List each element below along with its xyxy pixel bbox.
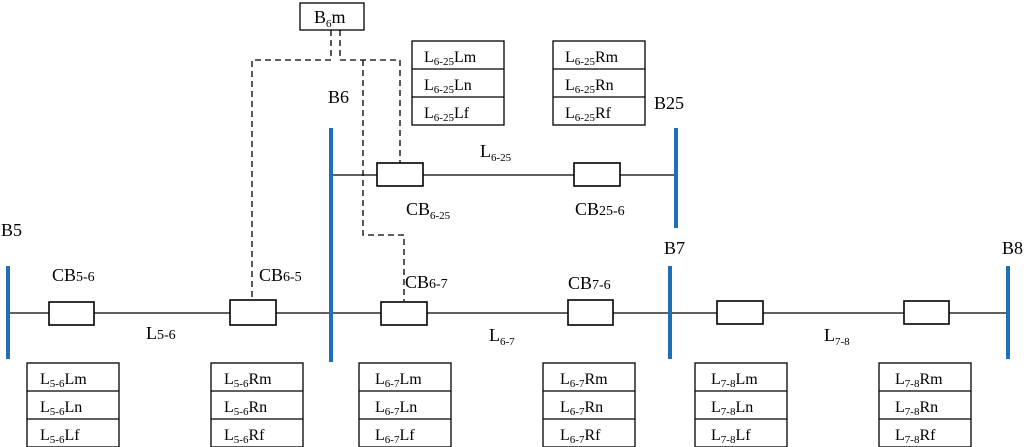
comm-link-b6m-cb625 <box>339 30 401 163</box>
breaker-cb-6-5 <box>229 299 277 326</box>
bus-label-b5: B5 <box>1 220 22 240</box>
bus-label-b6: B6 <box>328 87 349 107</box>
line-label-l-5-6: L5-6 <box>146 323 176 343</box>
bus-label-b7: B7 <box>664 238 685 258</box>
line-label-l-7-8: L7-8 <box>824 325 850 348</box>
relay-l56-lf: L5-6Lf <box>40 427 80 446</box>
relay-l78-rm: L7-8Rm <box>895 371 943 390</box>
comm-link-b6m-cb65 <box>251 30 332 300</box>
relay-l56-lm: L5-6Lm <box>40 371 87 390</box>
breaker-cb-6-25 <box>376 162 424 187</box>
breaker-label-cb-6-5: CB6-5 <box>259 265 302 285</box>
monitor-box-b6m <box>299 2 365 31</box>
relay-group-l56-right: L5-6Rm L5-6Rn L5-6Rf <box>210 362 304 447</box>
line-label-l-6-25: L6-25 <box>480 141 512 164</box>
breaker-label-cb-6-25: CB6-25 <box>406 199 451 222</box>
relay-l67-lm: L6-7Lm <box>375 371 422 390</box>
breaker-cb-6-7 <box>380 301 428 326</box>
relay-group-l67-right: L6-7Rm L6-7Rn L6-7Rf <box>542 362 636 447</box>
relay-group-l56-left: L5-6Lm L5-6Ln L5-6Lf <box>26 362 120 447</box>
relay-group-l625-left: L6-25Lm L6-25Ln L6-25Lf <box>411 40 505 126</box>
breaker-label-cb-5-6: CB5-6 <box>52 265 95 285</box>
breaker-cb-5-6 <box>48 301 95 326</box>
breaker-label-cb-6-7: CB6-7 <box>405 272 448 292</box>
breaker-label-cb-7-6: CB7-6 <box>568 273 611 293</box>
line-label-l-6-7: L6-7 <box>489 325 515 348</box>
bus-label-b25: B25 <box>654 93 684 113</box>
breaker-cb-7-8-right <box>903 300 950 325</box>
breaker-cb-25-6 <box>573 162 621 187</box>
breaker-cb-7-8-left <box>716 300 764 325</box>
breaker-cb-7-6 <box>567 299 614 326</box>
bus-label-b8: B8 <box>1002 238 1023 258</box>
relay-l67-rf: L6-7Rf <box>560 427 601 446</box>
relay-l67-rm: L6-7Rm <box>560 371 608 390</box>
relay-group-l625-right: L6-25Rm L6-25Rn L6-25Rf <box>552 40 646 126</box>
comm-link-b6m-cb67 <box>362 60 405 301</box>
relay-l56-rm: L5-6Rm <box>224 371 272 390</box>
relay-group-l67-left: L6-7Lm L6-7Ln L6-7Lf <box>358 362 452 447</box>
breaker-label-cb-25-6: CB25-6 <box>575 199 625 219</box>
relay-group-l78-right: L7-8Rm L7-8Rn L7-8Rf <box>878 362 972 447</box>
relay-l78-lm: L7-8Lm <box>711 371 758 390</box>
monitor-label-b6m: B6m <box>314 7 346 30</box>
relay-group-l78-left: L7-8Lm L7-8Ln L7-8Lf <box>694 362 788 447</box>
